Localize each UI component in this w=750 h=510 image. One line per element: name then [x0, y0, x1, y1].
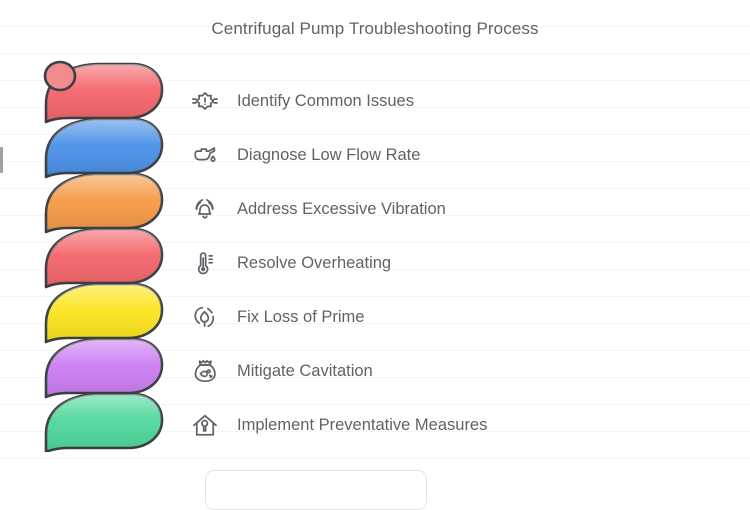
coil-end-cap	[43, 60, 77, 92]
oil-can-icon	[190, 140, 220, 170]
list-item-label: Address Excessive Vibration	[237, 199, 446, 218]
scan-alert-icon	[190, 86, 220, 116]
steps-list: Identify Common Issues Diagnose Low Flow…	[190, 74, 710, 452]
vibrating-bell-icon	[190, 194, 220, 224]
list-item-label: Fix Loss of Prime	[237, 307, 365, 326]
coil-segment-4-gloss	[46, 229, 162, 287]
list-item[interactable]: Fix Loss of Prime	[190, 290, 710, 344]
list-item-label: Identify Common Issues	[237, 91, 414, 110]
list-item[interactable]: Address Excessive Vibration	[190, 182, 710, 236]
flame-drop-icon	[190, 302, 220, 332]
money-bag-icon	[190, 356, 220, 386]
left-edge-drag-handle[interactable]	[0, 147, 3, 173]
coil-segment-7-gloss	[46, 394, 162, 452]
coil-segment-6-gloss	[46, 339, 162, 397]
coil-segment-3-gloss	[46, 174, 162, 232]
list-item[interactable]: Resolve Overheating	[190, 236, 710, 290]
coil-spring-illustration	[28, 52, 173, 452]
list-item-label: Resolve Overheating	[237, 253, 392, 272]
list-item[interactable]: Mitigate Cavitation	[190, 344, 710, 398]
list-item-label: Implement Preventative Measures	[237, 415, 488, 434]
list-item[interactable]: Implement Preventative Measures	[190, 398, 710, 452]
list-item[interactable]: Identify Common Issues	[190, 74, 710, 128]
thermometer-icon	[190, 248, 220, 278]
bottom-card[interactable]	[205, 470, 427, 510]
page-title: Centrifugal Pump Troubleshooting Process	[211, 19, 539, 38]
list-item[interactable]: Diagnose Low Flow Rate	[190, 128, 710, 182]
list-item-label: Mitigate Cavitation	[237, 361, 373, 380]
list-item-label: Diagnose Low Flow Rate	[237, 145, 421, 164]
house-wrench-icon	[190, 410, 220, 440]
coil-segment-2-gloss	[46, 119, 162, 177]
coil-segment-5-gloss	[46, 284, 162, 342]
